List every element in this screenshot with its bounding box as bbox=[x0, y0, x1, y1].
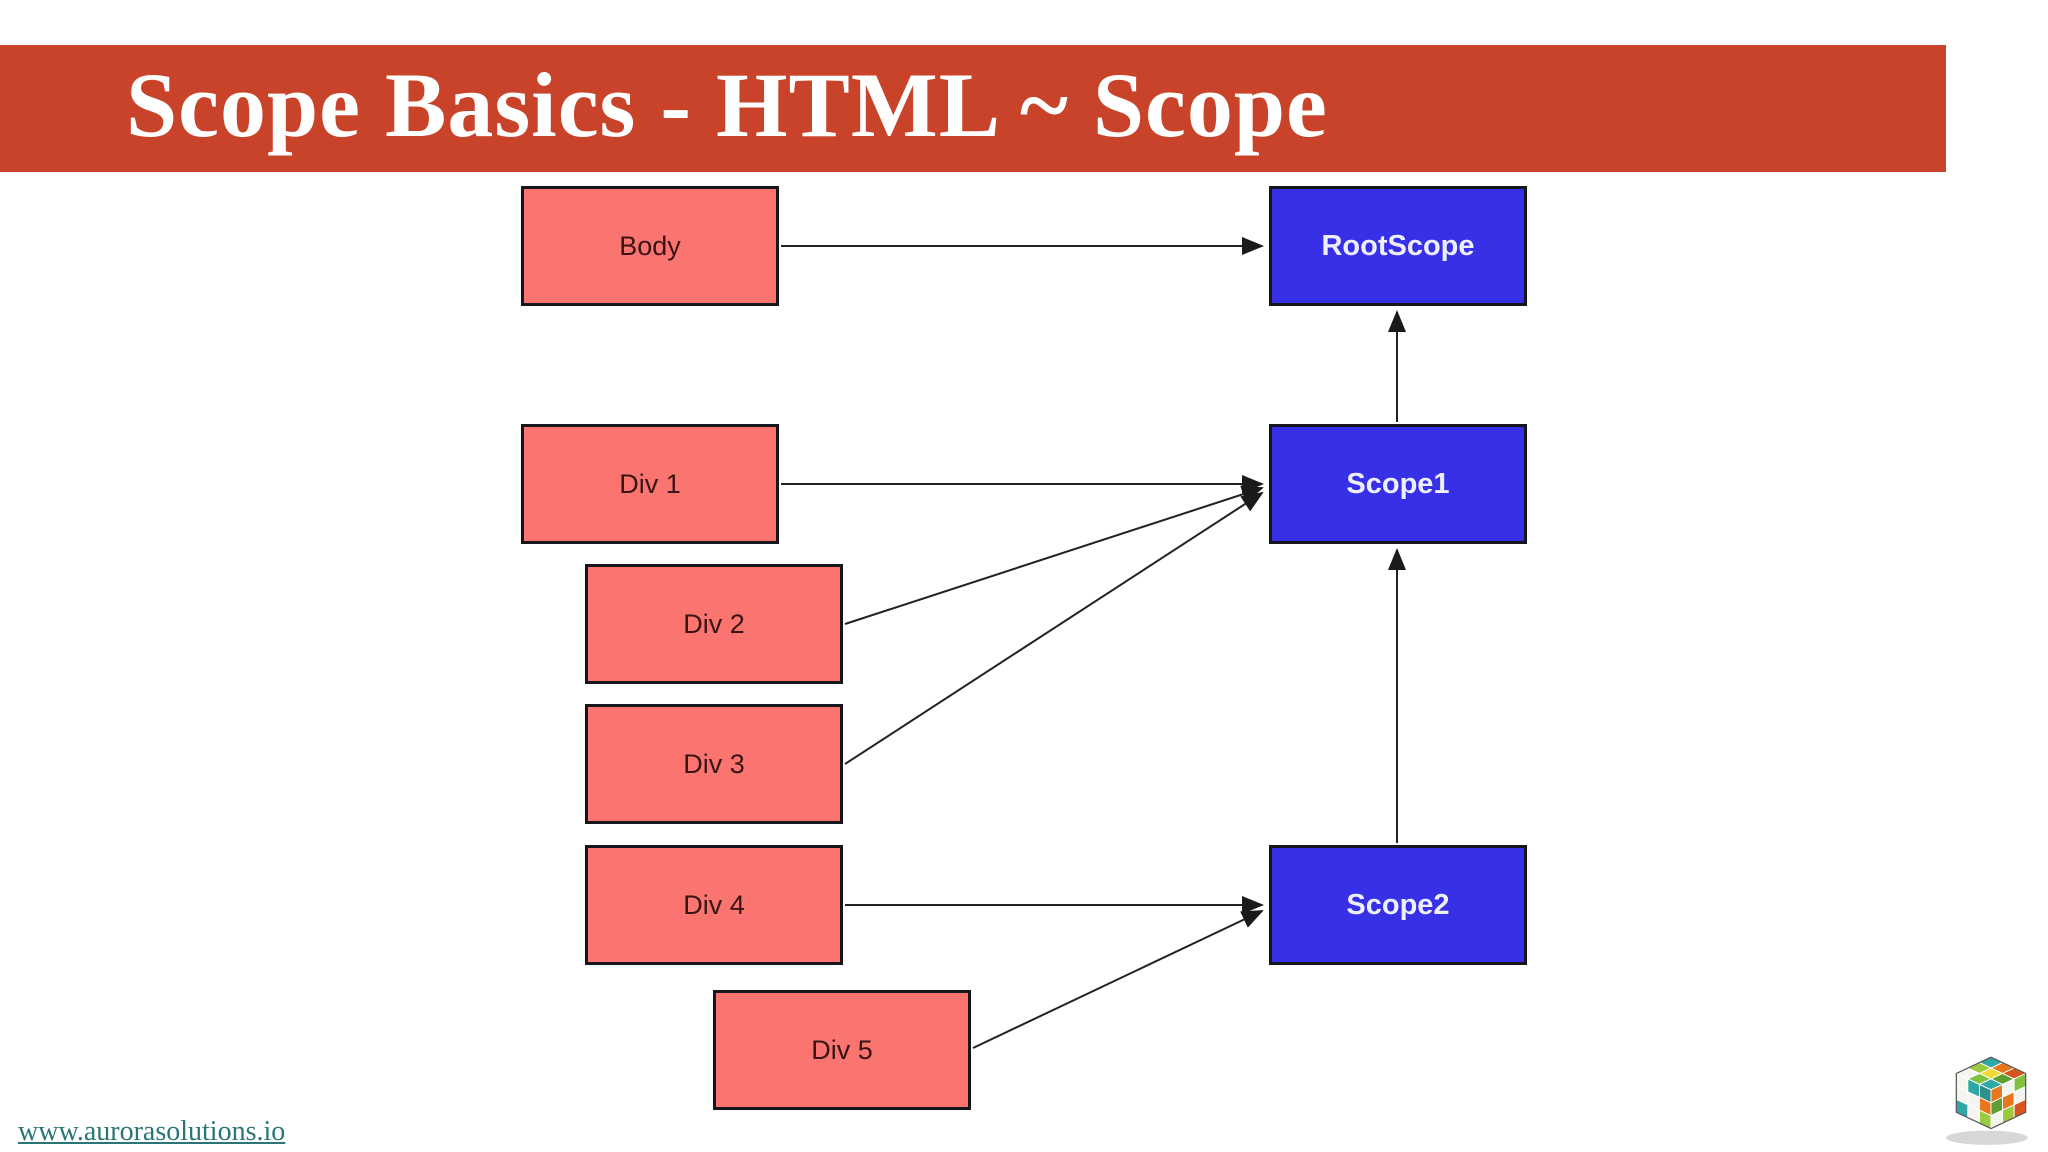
footer-link[interactable]: www.aurorasolutions.io bbox=[18, 1116, 286, 1147]
node-div5: Div 5 bbox=[713, 990, 971, 1110]
edge-div5-to-scope2 bbox=[972, 910, 1264, 1049]
node-rootscope: RootScope bbox=[1269, 186, 1527, 306]
title-bar: Scope Basics - HTML ~ Scope bbox=[0, 45, 1946, 172]
node-div4: Div 4 bbox=[585, 845, 843, 965]
aurora-cube-logo bbox=[1946, 1056, 2028, 1145]
edge-div2-to-scope1 bbox=[844, 485, 1264, 625]
node-scope1: Scope1 bbox=[1269, 424, 1527, 544]
node-div1: Div 1 bbox=[521, 424, 779, 544]
node-div2: Div 2 bbox=[585, 564, 843, 684]
node-div3: Div 3 bbox=[585, 704, 843, 824]
page-title: Scope Basics - HTML ~ Scope bbox=[126, 53, 1328, 156]
node-body: Body bbox=[521, 186, 779, 306]
node-scope2: Scope2 bbox=[1269, 845, 1527, 965]
edge-div3-to-scope1 bbox=[844, 491, 1264, 765]
